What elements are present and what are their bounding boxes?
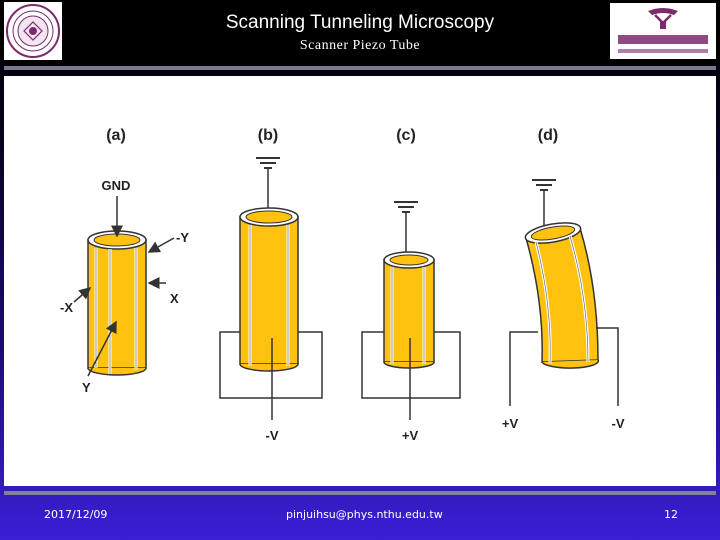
piezo-tube-diagram: (a) (b) (c) (d) GND -Y X -X Y (60, 127, 625, 443)
footer-page-number: 12 (664, 508, 678, 521)
ground-symbol-b (256, 157, 280, 212)
tube-c (383, 251, 435, 369)
ground-symbol-d (532, 179, 556, 228)
slide-header: Scanning Tunneling Microscopy Scanner Pi… (0, 0, 720, 64)
tube-a (87, 230, 147, 376)
label-neg-y: -Y (176, 230, 189, 245)
panel-label-d: (d) (538, 127, 558, 144)
tube-d-bent (524, 222, 600, 369)
footer-email: pinjuihsu@phys.nthu.edu.tw (286, 508, 443, 521)
diagram-panel: (a) (b) (c) (d) GND -Y X -X Y (4, 76, 716, 486)
label-y: Y (82, 380, 91, 395)
label-gnd: GND (102, 178, 131, 193)
panel-label-c: (c) (396, 127, 416, 144)
label-d-right-voltage: -V (612, 416, 625, 431)
label-d-left-voltage: +V (502, 416, 519, 431)
university-logo (610, 3, 716, 59)
label-x: X (170, 291, 179, 306)
panel-label-b: (b) (258, 127, 278, 144)
label-b-voltage: -V (266, 428, 279, 443)
label-neg-x: -X (60, 300, 73, 315)
university-seal-logo (4, 2, 62, 60)
slide-subtitle: Scanner Piezo Tube (299, 38, 421, 53)
footer-date: 2017/12/09 (44, 508, 108, 521)
slide-title: Scanning Tunneling Microscopy (225, 12, 495, 33)
header-divider (4, 66, 716, 70)
panel-label-a: (a) (106, 127, 126, 144)
ground-symbol-c (394, 201, 418, 256)
label-c-voltage: +V (402, 428, 419, 443)
tube-b (239, 207, 299, 372)
footer-divider (4, 491, 716, 495)
